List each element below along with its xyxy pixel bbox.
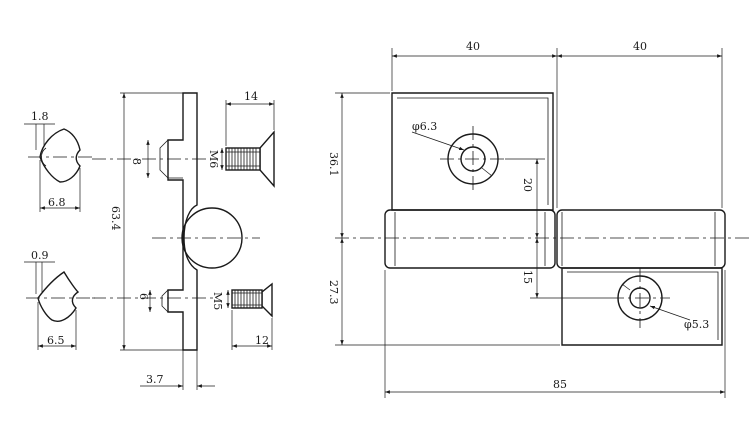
dim-85: 85 bbox=[553, 378, 567, 391]
dim-phi-5-3: φ5.3 bbox=[684, 318, 709, 331]
dim-36-1: 36.1 bbox=[327, 152, 340, 177]
dim-6-8: 6.8 bbox=[48, 196, 66, 209]
label-m6: M6 bbox=[207, 150, 220, 168]
dim-12: 12 bbox=[255, 334, 269, 347]
dim-6-5: 6.5 bbox=[47, 334, 65, 347]
screw-m6: 14 M6 bbox=[207, 90, 275, 188]
dim-40-left: 40 bbox=[466, 40, 480, 53]
front-view-dimensions: 40 40 36.1 27.3 20 15 85 φ6.3 φ5.3 bbox=[327, 40, 726, 398]
dim-20: 20 bbox=[521, 178, 534, 192]
hinge-side-section: 8 6 63.4 3.7 bbox=[92, 92, 260, 390]
dim-14: 14 bbox=[244, 90, 258, 103]
label-m5: M5 bbox=[211, 292, 224, 310]
dim-27-3: 27.3 bbox=[327, 280, 340, 305]
dim-40-right: 40 bbox=[633, 40, 647, 53]
dim-63-4: 63.4 bbox=[109, 206, 122, 231]
cap-top-view: 1.8 6.8 bbox=[24, 110, 95, 212]
dim-3-7: 3.7 bbox=[146, 373, 164, 386]
screw-m5: M5 12 bbox=[211, 282, 273, 350]
hinge-front-view bbox=[335, 92, 750, 346]
dim-15: 15 bbox=[521, 270, 534, 284]
dim-phi-6-3: φ6.3 bbox=[412, 120, 437, 133]
dim-0-9: 0.9 bbox=[31, 249, 49, 262]
cap-bottom-view: 0.9 6.5 bbox=[24, 249, 95, 350]
dim-1-8: 1.8 bbox=[31, 110, 49, 123]
dim-6: 6 bbox=[137, 293, 150, 300]
dim-8: 8 bbox=[130, 158, 143, 165]
